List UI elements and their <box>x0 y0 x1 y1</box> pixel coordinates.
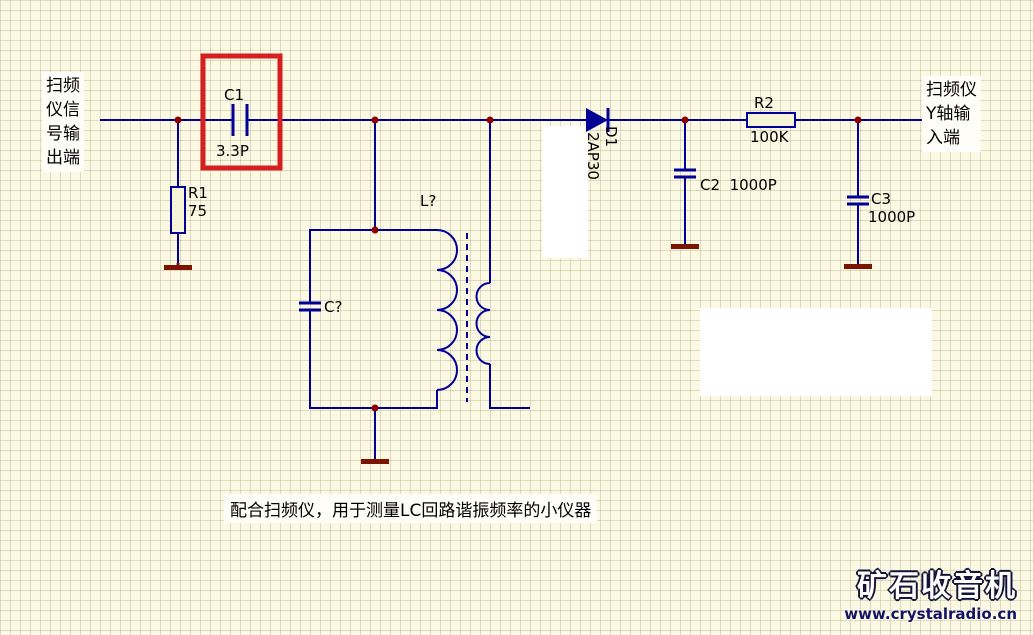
d1-diode <box>586 108 610 132</box>
white-patch-diode <box>542 126 588 258</box>
left-terminal-line: 出端 <box>46 148 80 168</box>
left-terminal-line: 扫频 <box>46 76 80 96</box>
secondary-winding <box>475 120 530 409</box>
c2-capacitor <box>674 120 696 244</box>
junction-dot <box>681 116 689 124</box>
r1-ground <box>164 263 192 270</box>
junction-dot <box>174 116 182 124</box>
r1-resistor <box>170 120 186 263</box>
junction-dot <box>486 116 494 124</box>
right-terminal-line: Y轴输 <box>926 104 971 124</box>
c2-ref-label: C2 <box>700 176 721 194</box>
c2-label: C2 1000P <box>700 176 777 194</box>
c1-capacitor <box>231 104 249 136</box>
caption-text: 配合扫频仪，用于测量LC回路谐振频率的小仪器 <box>224 494 598 523</box>
left-terminal-line: 号输 <box>46 124 80 144</box>
c3-ref-label: C3 <box>871 190 892 208</box>
c2-ground <box>671 244 699 249</box>
highlight-box <box>200 53 283 171</box>
junction-dot <box>854 116 862 124</box>
c3-value-label: 1000P <box>868 208 916 226</box>
tank-capacitor-ref-label: C? <box>324 298 343 316</box>
c3-ground <box>844 264 872 269</box>
c1-value-label: 3.3P <box>216 142 249 160</box>
watermark: 矿石收音机 www.crystalradio.cn <box>844 561 1017 623</box>
left-terminal-line: 仪信 <box>46 100 80 120</box>
r2-resistor <box>746 112 796 128</box>
junction-dots <box>174 116 862 412</box>
tank-inductor <box>375 229 458 409</box>
junction-dot <box>371 404 379 412</box>
right-terminal-line: 入端 <box>926 128 960 148</box>
c2-value-label: 1000P <box>729 176 777 194</box>
tank-inductor-ref-label: L? <box>420 192 437 210</box>
watermark-title: 矿石收音机 <box>857 569 1017 604</box>
d1-value-label: 2AP30 <box>584 132 602 180</box>
junction-dot <box>371 226 379 234</box>
tank-ground <box>361 408 389 464</box>
d1-ref-label: D1 <box>602 126 620 148</box>
c3-capacitor <box>847 120 869 264</box>
r1-value-label: 75 <box>188 202 208 220</box>
right-terminal-label: 扫频仪 Y轴输 入端 <box>922 76 981 152</box>
r2-ref-label: R2 <box>754 94 774 112</box>
left-terminal-label: 扫频 仪信 号输 出端 <box>42 72 84 172</box>
r1-ref-label: R1 <box>188 184 208 202</box>
white-patch-large <box>700 308 932 396</box>
junction-dot <box>371 116 379 124</box>
right-terminal-line: 扫频仪 <box>926 80 977 100</box>
c1-ref-label: C1 <box>224 86 245 104</box>
watermark-url: www.crystalradio.cn <box>844 605 1017 623</box>
r2-value-label: 100K <box>750 128 789 146</box>
tank-capacitor <box>299 229 375 409</box>
